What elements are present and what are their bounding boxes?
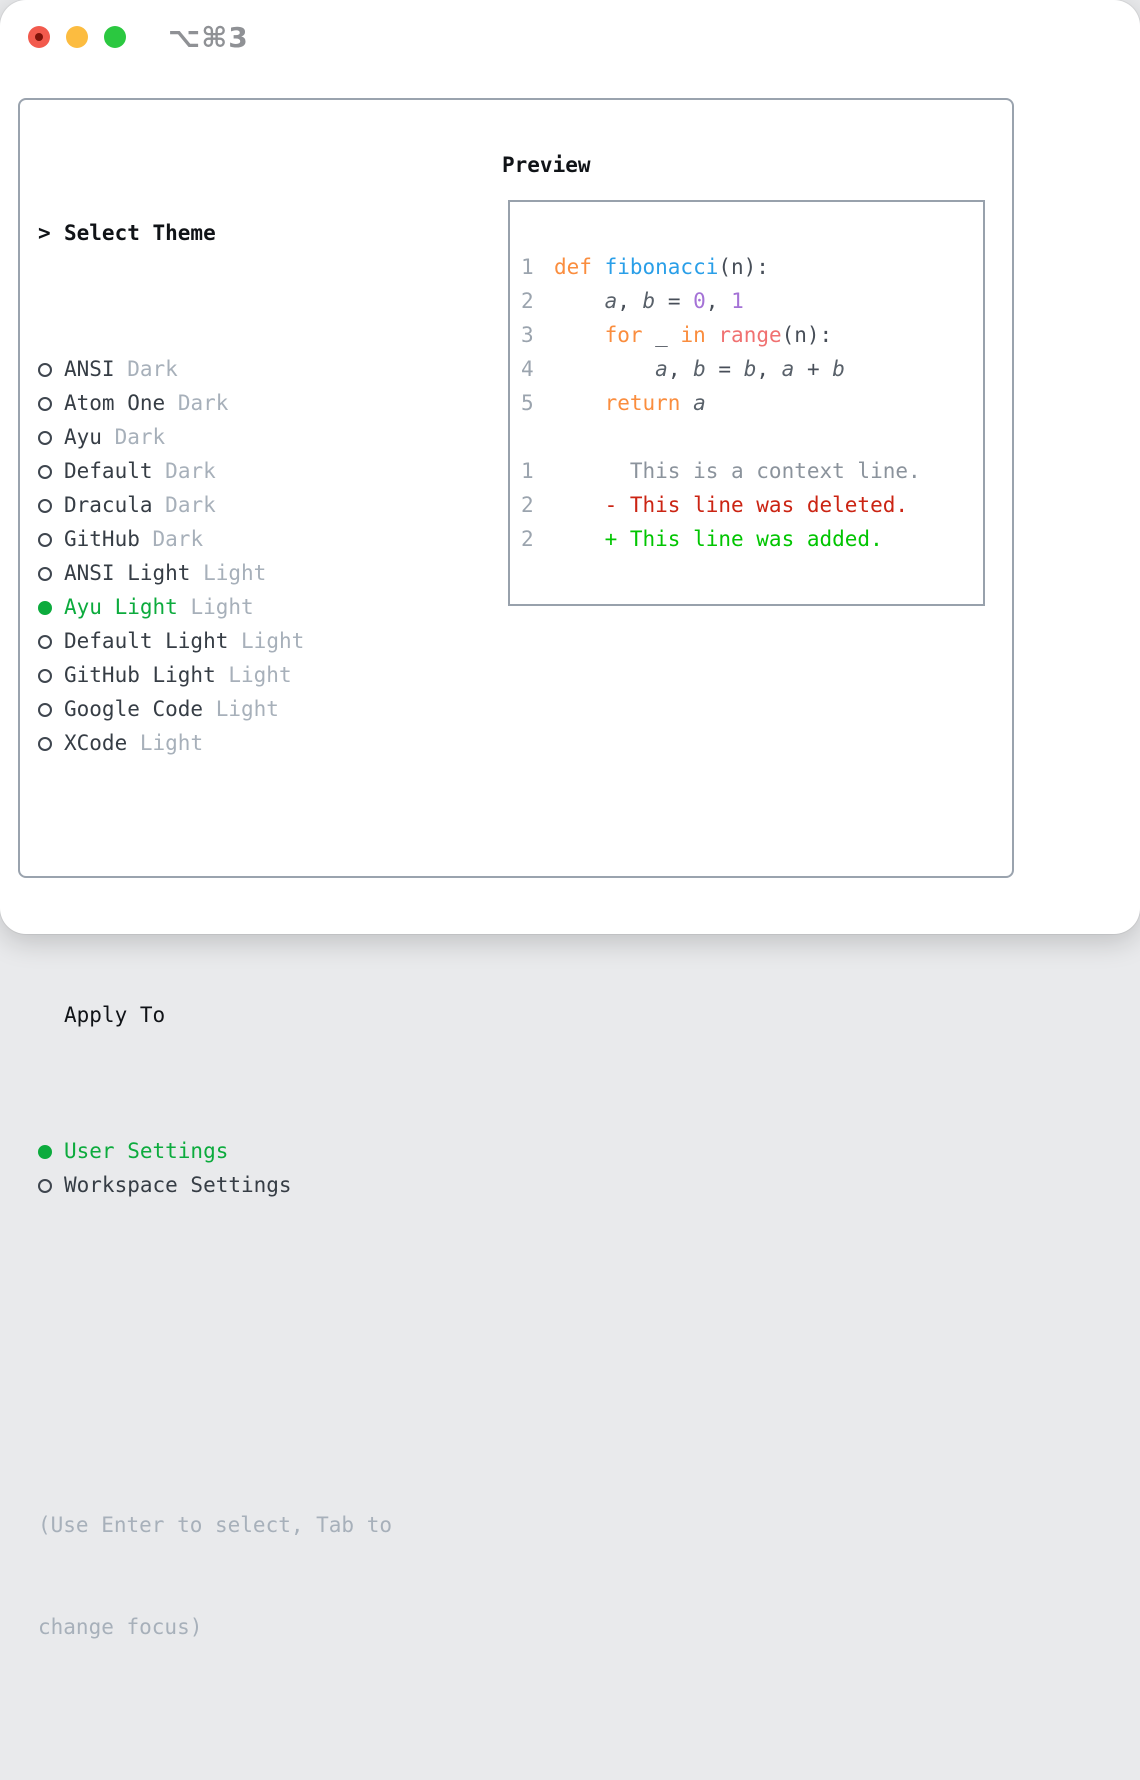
- theme-variant-tag: Dark: [127, 357, 178, 381]
- radio-icon: [38, 533, 52, 547]
- code-line: 1 This is a context line.: [521, 454, 983, 488]
- preview-header: Preview: [502, 153, 591, 177]
- minimize-button[interactable]: [66, 26, 88, 48]
- theme-variant-tag: Light: [215, 697, 279, 721]
- radio-icon: [38, 363, 52, 377]
- theme-option[interactable]: GitHub Light Light: [38, 658, 392, 692]
- theme-option-label: Google Code: [64, 697, 204, 721]
- hint-line-1: (Use Enter to select, Tab to: [38, 1513, 393, 1537]
- code-line: 2 + This line was added.: [521, 522, 983, 556]
- spacer: [38, 862, 392, 896]
- radio-icon: [38, 737, 52, 751]
- theme-variant-tag: Dark: [114, 425, 166, 449]
- apply-to-option-label: User Settings: [64, 1139, 229, 1163]
- theme-option[interactable]: ANSI Light Light: [38, 556, 392, 590]
- window-title-shortcut: ⌥⌘3: [168, 21, 249, 54]
- theme-option-label: ANSI Light: [64, 561, 191, 585]
- radio-icon: [38, 499, 52, 513]
- apply-to-option-label: Workspace Settings: [64, 1173, 292, 1197]
- radio-icon: [38, 635, 52, 649]
- theme-variant-tag: Light: [190, 595, 254, 619]
- theme-variant-tag: Dark: [152, 527, 204, 551]
- code-line: 2 a, b = 0, 1: [521, 284, 983, 318]
- code-line: 4 a, b = b, a + b: [521, 352, 983, 386]
- line-number: 2: [521, 527, 534, 551]
- theme-option-label: XCode: [64, 731, 128, 755]
- theme-option[interactable]: Default Dark: [38, 454, 392, 488]
- theme-option[interactable]: Default Light Light: [38, 624, 392, 658]
- theme-option-label: Default: [64, 459, 153, 483]
- code-line: 2 - This line was deleted.: [521, 488, 983, 522]
- code-line: 5 return a: [521, 386, 983, 420]
- line-number: 2: [521, 493, 534, 517]
- radio-icon: [38, 431, 52, 445]
- theme-variant-tag: Dark: [165, 459, 216, 483]
- theme-variant-tag: Light: [228, 663, 292, 687]
- unsaved-indicator-dot: [35, 33, 43, 41]
- selected-radio-icon: [38, 1145, 52, 1159]
- hint-line-2: change focus): [38, 1615, 203, 1639]
- select-theme-title: Select Theme: [64, 221, 216, 245]
- theme-option-label: Atom One: [64, 391, 166, 415]
- selected-radio-icon: [38, 601, 52, 615]
- theme-variant-tag: Dark: [177, 391, 229, 415]
- apply-to-header: Apply To: [38, 998, 392, 1032]
- theme-variant-tag: Light: [203, 561, 267, 585]
- code-line: 3 for _ in range(n):: [521, 318, 983, 352]
- theme-option-label: GitHub Light: [64, 663, 216, 687]
- theme-option-label: Dracula: [64, 493, 153, 517]
- hint-text: (Use Enter to select, Tab to change focu…: [38, 1440, 392, 1712]
- spacer: [38, 1304, 392, 1338]
- theme-option-label: ANSI: [64, 357, 115, 381]
- theme-option-label: Default Light: [64, 629, 229, 653]
- line-number: 5: [521, 391, 534, 415]
- theme-option-label: GitHub: [64, 527, 140, 551]
- apply-to-title: Apply To: [64, 1003, 166, 1027]
- radio-icon: [38, 567, 52, 581]
- theme-option[interactable]: GitHub Dark: [38, 522, 392, 556]
- theme-option-label: Ayu Light: [64, 595, 178, 619]
- line-number: 4: [521, 357, 534, 381]
- theme-option[interactable]: Atom One Dark: [38, 386, 392, 420]
- theme-option[interactable]: ANSI Dark: [38, 352, 392, 386]
- line-number: 2: [521, 289, 534, 313]
- line-number: 3: [521, 323, 534, 347]
- radio-icon: [38, 669, 52, 683]
- close-button[interactable]: [28, 26, 50, 48]
- radio-icon: [38, 465, 52, 479]
- theme-variant-tag: Light: [139, 731, 204, 755]
- radio-icon: [38, 703, 52, 717]
- radio-icon: [38, 1179, 52, 1193]
- theme-option[interactable]: Ayu Dark: [38, 420, 392, 454]
- radio-icon: [38, 397, 52, 411]
- line-number: 1: [521, 459, 534, 483]
- theme-variant-tag: Light: [241, 629, 305, 653]
- theme-variant-tag: Dark: [165, 493, 216, 517]
- theme-option[interactable]: Dracula Dark: [38, 488, 392, 522]
- focus-caret-icon: >: [38, 221, 51, 245]
- titlebar: ⌥⌘3: [0, 0, 1140, 98]
- theme-option[interactable]: XCode Light: [38, 726, 392, 760]
- theme-option-label: Ayu: [64, 425, 102, 449]
- theme-option[interactable]: Ayu Light Light: [38, 590, 392, 624]
- line-number: 1: [521, 255, 534, 279]
- select-theme-header: > Select Theme: [38, 216, 392, 250]
- apply-to-option[interactable]: User Settings: [38, 1134, 392, 1168]
- apply-to-option[interactable]: Workspace Settings: [38, 1168, 392, 1202]
- code-line: [521, 420, 983, 454]
- zoom-button[interactable]: [104, 26, 126, 48]
- theme-option[interactable]: Google Code Light: [38, 692, 392, 726]
